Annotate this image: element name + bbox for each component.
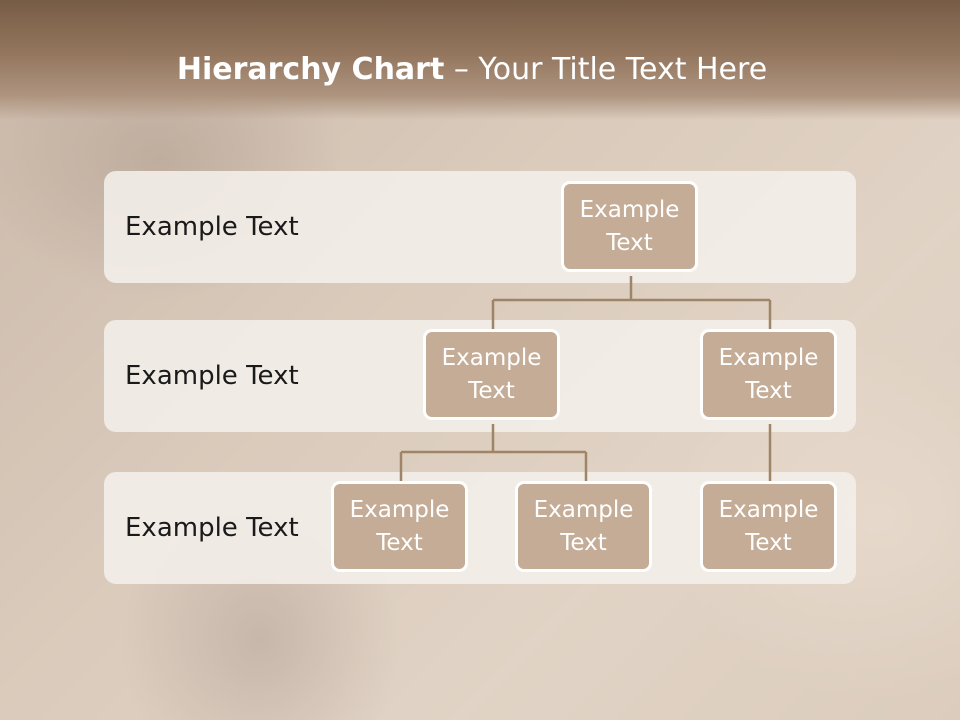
connector-left-to-level3 — [399, 424, 588, 481]
level-label-2: Example Text — [125, 361, 299, 391]
node-level2-left: Example Text — [423, 329, 560, 420]
connector-root-to-level2 — [491, 276, 772, 329]
slide-title: Hierarchy Chart – Your Title Text Here — [0, 52, 944, 87]
level-label-1: Example Text — [125, 212, 299, 242]
level-label-3: Example Text — [125, 513, 299, 543]
node-level3-left: Example Text — [331, 481, 468, 572]
title-band — [0, 0, 960, 120]
node-root: Example Text — [561, 181, 698, 272]
title-bold: Hierarchy Chart — [176, 52, 445, 87]
node-level2-right: Example Text — [700, 329, 837, 420]
node-level3-middle: Example Text — [515, 481, 652, 572]
title-rest: – Your Title Text Here — [444, 52, 768, 87]
node-level3-right: Example Text — [700, 481, 837, 572]
level-band-1: Example Text — [104, 171, 856, 283]
